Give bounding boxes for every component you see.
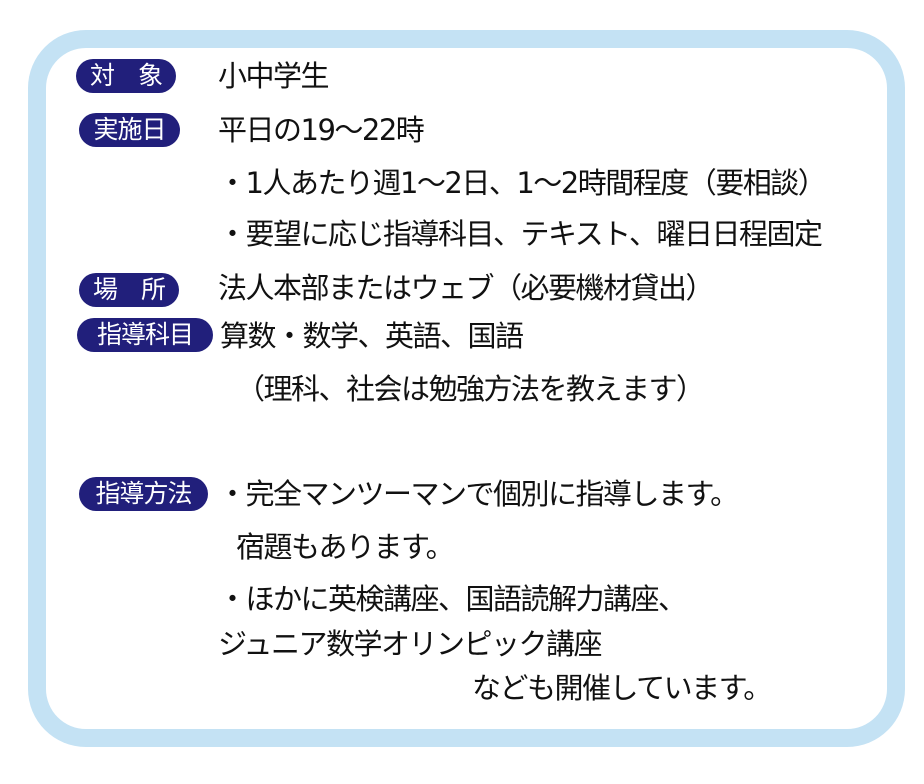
label-location: 場 所: [79, 273, 179, 307]
label-method: 指導方法: [79, 477, 208, 511]
subjects-main: 算数・数学、英語、国語: [220, 319, 524, 353]
schedule-frequency: ・1人あたり週1～2日、1～2時間程度（要相談）: [218, 166, 827, 200]
method-other-courses: ・ほかに英検講座、国語読解力講座、: [218, 582, 687, 616]
location-value: 法人本部またはウェブ（必要機材貸出）: [218, 271, 715, 305]
label-schedule: 実施日: [79, 113, 180, 147]
schedule-customization: ・要望に応じ指導科目、テキスト、曜日日程固定: [218, 217, 823, 251]
label-subjects: 指導科目: [77, 318, 213, 352]
label-target: 対 象: [76, 59, 176, 93]
schedule-hours: 平日の19～22時: [218, 113, 425, 147]
subjects-note: （理科、社会は勉強方法を教えます）: [236, 372, 705, 406]
target-value: 小中学生: [218, 59, 330, 93]
method-also-held: なども開催しています。: [472, 671, 772, 705]
info-box: [46, 48, 887, 729]
method-one-on-one: ・完全マンツーマンで個別に指導します。: [218, 477, 739, 511]
method-homework: 宿題もあります。: [236, 530, 455, 564]
method-junior-olympiad: ジュニア数学オリンピック講座: [218, 627, 602, 661]
info-box-frame: [28, 30, 905, 747]
